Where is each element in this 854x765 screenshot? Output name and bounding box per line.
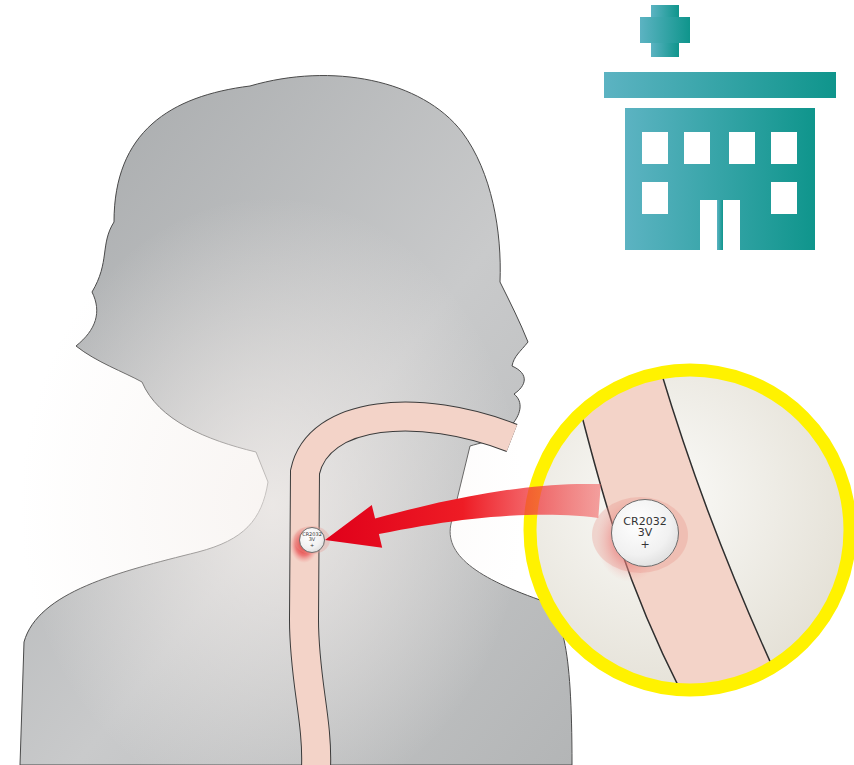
- pointer-arrow: [325, 484, 601, 548]
- hospital-icon: [604, 5, 836, 250]
- hospital-cross: [640, 17, 690, 43]
- battery-label: +: [640, 539, 649, 551]
- battery-label: CR2032: [623, 516, 666, 528]
- battery-label: 3V: [638, 527, 653, 539]
- burn-halo: [294, 526, 330, 554]
- esophagus-outline: [304, 417, 512, 765]
- battery-label: +: [310, 543, 314, 548]
- burn-halo: [592, 497, 688, 573]
- hospital-door: [717, 200, 723, 250]
- hospital-building: [625, 108, 815, 250]
- hospital-roof: [604, 72, 836, 98]
- esophagus: [304, 417, 512, 765]
- zoom-ring: [530, 370, 850, 690]
- coin-battery: CR20323V+: [299, 527, 325, 553]
- esophagus-zoom: [566, 355, 790, 705]
- coin-battery: CR20323V+: [611, 499, 679, 567]
